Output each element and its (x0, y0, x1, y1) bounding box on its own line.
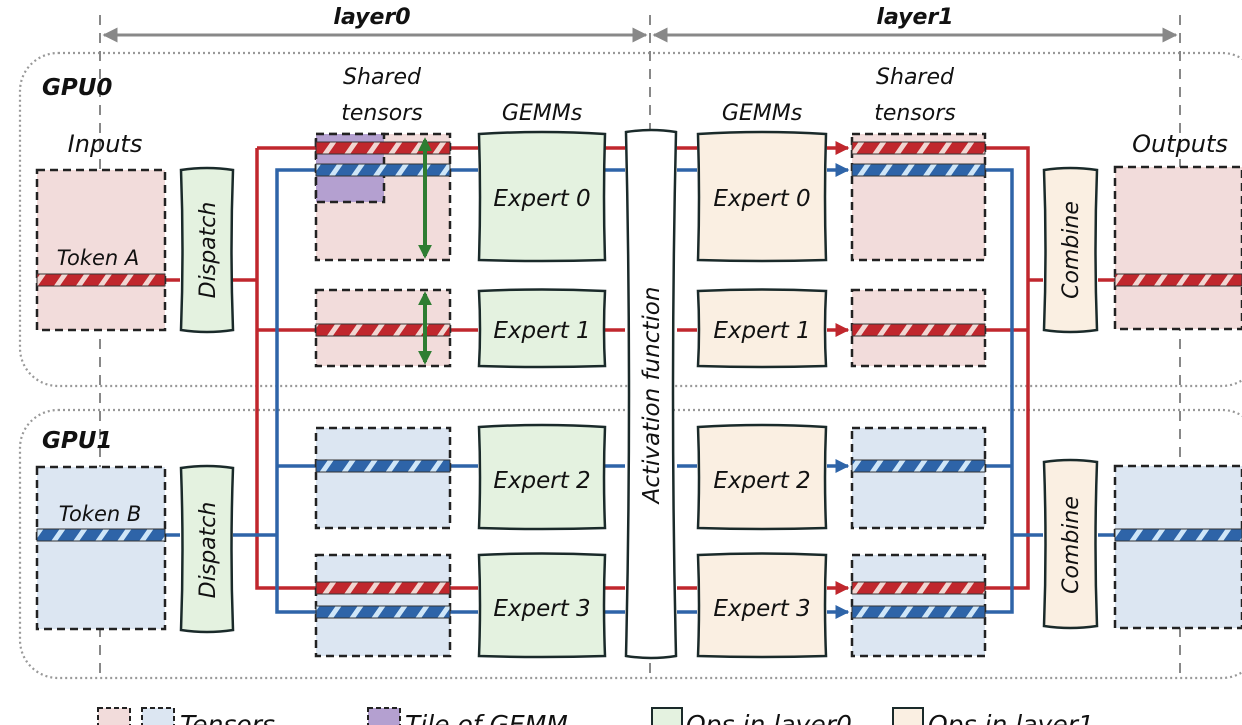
token-a-row (36, 273, 166, 287)
gemms-header-l1: GEMMs (722, 101, 802, 126)
layer1-label: layer1 (876, 5, 953, 30)
token-b-routes (165, 163, 1115, 619)
shared-tensors-header-l0-line1: Shared (343, 65, 422, 90)
shared-tensor-l0-expert2 (314, 426, 452, 530)
token-a-routes (165, 141, 1115, 595)
expert-l0-2-label: Expert 2 (493, 468, 590, 494)
activation-function-label: Activation function (639, 287, 665, 506)
output-tensor-gpu1 (1113, 464, 1242, 630)
token-b-label: Token B (59, 502, 142, 526)
activation-function-op: Activation function (624, 128, 678, 660)
shared-tensors-header-l1-line2: tensors (874, 101, 956, 126)
output-tensor-gpu0 (1113, 165, 1242, 331)
expert-l0-1-label: Expert 1 (493, 318, 590, 344)
dispatch-label-gpu1: Dispatch (196, 502, 221, 599)
legend-ops-layer1-label: Ops in layer1 (928, 710, 1094, 725)
gpu1-label: GPU1 (42, 428, 112, 454)
gemms-header-l0: GEMMs (502, 101, 582, 126)
shared-tensors-header-l0-line2: tensors (341, 101, 423, 126)
expert-l0-3: Expert 3 (477, 552, 607, 659)
legend-swatch-tensor-gpu1 (141, 707, 175, 725)
legend-ops-layer0-label: Ops in layer0 (686, 710, 852, 725)
expert-l1-1: Expert 1 (696, 288, 828, 369)
inputs-header: Inputs (68, 130, 143, 158)
shared-tensor-l1-expert1 (850, 288, 987, 368)
gpu0-label: GPU0 (42, 75, 112, 101)
shared-tensor-l0-expert3 (314, 553, 452, 658)
expert-l1-1-label: Expert 1 (713, 318, 810, 344)
combine-label-gpu1: Combine (1059, 496, 1084, 594)
legend: Tensors Tile of GEMM Ops in layer0 Ops i… (97, 707, 1094, 725)
token-a-label: Token A (57, 246, 140, 270)
expert-l1-2: Expert 2 (696, 423, 828, 531)
expert-l0-3-label: Expert 3 (493, 596, 590, 622)
gpu0-region (18, 51, 1242, 388)
expert-l0-1: Expert 1 (477, 288, 607, 369)
layer0-label: layer0 (333, 5, 410, 30)
legend-tensors-label: Tensors (180, 710, 275, 725)
expert-l0-0-label: Expert 0 (493, 186, 590, 212)
outputs-header: Outputs (1132, 130, 1228, 158)
shared-tensor-l0-expert1 (314, 288, 452, 368)
shared-tensor-l1-expert3 (850, 553, 987, 658)
legend-swatch-ops-layer0 (651, 707, 683, 725)
combine-op-gpu1: Combine (1042, 458, 1099, 630)
expert-l1-3-label: Expert 3 (713, 596, 810, 622)
expert-l1-2-label: Expert 2 (713, 468, 810, 494)
dispatch-op-gpu1: Dispatch (179, 464, 235, 634)
dispatch-label-gpu0: Dispatch (196, 202, 221, 299)
input-tensor-gpu1: Token B (35, 465, 167, 631)
shared-tensor-l1-expert2 (850, 426, 987, 530)
expert-l1-0-label: Expert 0 (713, 186, 810, 212)
expert-l0-0: Expert 0 (477, 130, 607, 263)
combine-op-gpu0: Combine (1042, 166, 1099, 334)
shared-tensors-header-l1-line1: Shared (876, 65, 955, 90)
combine-label-gpu0: Combine (1059, 201, 1084, 299)
legend-tile-label: Tile of GEMM (405, 710, 568, 725)
shared-tensor-l1-expert0 (850, 132, 987, 262)
expert-l1-3: Expert 3 (696, 552, 828, 659)
dispatch-op-gpu0: Dispatch (179, 166, 235, 334)
expert-l0-2: Expert 2 (477, 423, 607, 531)
legend-swatch-tile (367, 707, 401, 725)
expert-l1-0: Expert 0 (696, 130, 828, 263)
shared-tensor-l0-expert0 (314, 132, 452, 262)
legend-swatch-ops-layer1 (892, 707, 924, 725)
legend-swatch-tensor-gpu0 (97, 707, 131, 725)
input-tensor-gpu0: Token A (35, 168, 167, 332)
token-b-row (36, 528, 166, 542)
